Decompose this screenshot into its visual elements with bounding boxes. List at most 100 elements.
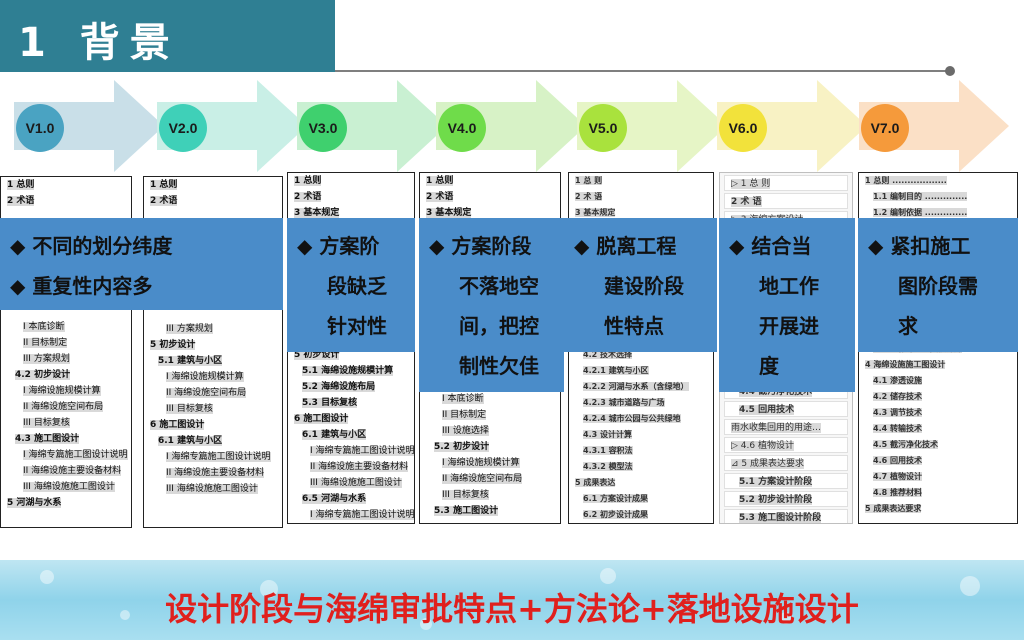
doc-line: 2 术语 (420, 189, 560, 205)
doc-line: III 方案规划 (1, 351, 131, 367)
doc-line: II 海绵设施空间布局 (1, 399, 131, 415)
page-title: 1 背景 (18, 10, 180, 68)
doc-line: 6.1 建筑与小区 (288, 427, 414, 443)
doc-line: 5 初步设计 (144, 337, 282, 353)
doc-line: 2 术 语 (569, 189, 713, 205)
doc-line: 2 术 语 (724, 193, 848, 209)
band-text: ◆ 方案阶段 (429, 226, 531, 266)
band-text: ◆ 重复性内容多 (10, 266, 152, 306)
doc-line: 6.1 方案设计成果 (569, 491, 713, 507)
doc-line: 5.1 方案设计阶段 (724, 473, 848, 489)
doc-line: II 海绵设施空间布局 (420, 471, 560, 487)
doc-line: 4.4 转输技术 (859, 421, 1017, 437)
version-badge: V2.0 (159, 104, 207, 152)
doc-line: II 目标制定 (420, 407, 560, 423)
band-text: 制性欠佳 (459, 346, 539, 386)
doc-line: III 海绵设施施工图设计 (1, 479, 131, 495)
doc-line: 4.7 植物设计 (859, 469, 1017, 485)
doc-line: I 本底诊断 (420, 391, 560, 407)
version-badge: V5.0 (579, 104, 627, 152)
doc-line: ⊿ 5 成果表达要求 (724, 455, 848, 471)
doc-line: 1 总则 (420, 173, 560, 189)
version-badge: V1.0 (16, 104, 64, 152)
doc-line: 5.2 初步设计阶段 (724, 491, 848, 507)
band-text: ◆ 紧扣施工 (868, 226, 970, 266)
water-drop (600, 568, 616, 584)
doc-line: 1 总 则 (569, 173, 713, 189)
doc-line: 4.3.2 模型法 (569, 459, 713, 475)
title-divider (335, 70, 950, 72)
band-text: 度 (759, 346, 779, 386)
doc-line: III 海绵设施施工图设计 (144, 481, 282, 497)
band-text: ◆ 结合当 (729, 226, 811, 266)
doc-line: II 海绵设施主要设备材料 (288, 459, 414, 475)
band-text: 性特点 (604, 306, 664, 346)
doc-line: 4.2.4 城市公园与公共绿地 (569, 411, 713, 427)
doc-line: ▷ 1 总 则 (724, 175, 848, 191)
doc-line: 1.1 编制目的 .............. (859, 189, 1017, 205)
doc-line: 4.2.2 河湖与水系（含绿地） (569, 379, 713, 395)
doc-line: 5.2 海绵设施布局 (288, 379, 414, 395)
doc-line: 6.1 建筑与小区 (144, 433, 282, 449)
doc-line: III 海绵设施施工图设计 (288, 475, 414, 491)
doc-line: II 海绵设施主要设备材料 (144, 465, 282, 481)
doc-line: 6 施工图设计 (288, 411, 414, 427)
band-v7: ◆ 紧扣施工图阶段需求 (858, 218, 1018, 352)
doc-line: 4.2.3 城市道路与广场 (569, 395, 713, 411)
version-badge: V3.0 (299, 104, 347, 152)
doc-line: II 目标制定 (1, 335, 131, 351)
doc-line: 2 术语 (144, 193, 282, 209)
doc-line: 5.3 目标复核 (288, 395, 414, 411)
doc-line: 4.2 储存技术 (859, 389, 1017, 405)
version-badge: V4.0 (438, 104, 486, 152)
doc-line: 2 术语 (1, 193, 131, 209)
band-text: 建设阶段 (604, 266, 684, 306)
doc-line: 5 河湖与水系 (1, 495, 131, 511)
doc-line: 6.5 河湖与水系 (288, 491, 414, 507)
doc-line: I 海绵设施规模计算 (144, 369, 282, 385)
doc-line: III 目标复核 (1, 415, 131, 431)
doc-line: II 海绵设施空间布局 (144, 385, 282, 401)
doc-line: 5.1 建筑与小区 (144, 353, 282, 369)
footer-slogan: 设计阶段与海绵审批特点+方法论+落地设施设计 (0, 584, 1024, 630)
doc-line: 6.3 施工图设计成果 (569, 523, 713, 524)
doc-line: I 本底诊断 (1, 319, 131, 335)
band-text: 针对性 (327, 306, 387, 346)
doc-line: ▷ 4.6 植物设计 (724, 437, 848, 453)
doc-line: 4.8 推荐材料 (859, 485, 1017, 501)
doc-line: 4.1 渗透设施 (859, 373, 1017, 389)
band-text: 间，把控 (459, 306, 539, 346)
band-v1-v2: ◆ 不同的划分纬度◆ 重复性内容多 (0, 218, 283, 310)
version-badge: V7.0 (861, 104, 909, 152)
doc-line: I 海绵设施规模计算 (1, 383, 131, 399)
band-text: 不落地空 (459, 266, 539, 306)
doc-line: 4.3.1 容积法 (569, 443, 713, 459)
band-text: 地工作 (759, 266, 819, 306)
doc-line: 5 成果表达 (569, 475, 713, 491)
doc-line: 1 总则 (288, 173, 414, 189)
doc-line: 4.5 截污净化技术 (859, 437, 1017, 453)
band-v5: ◆ 脱离工程建设阶段性特点 (564, 218, 717, 352)
water-drop (40, 570, 54, 584)
doc-line: 4.5 回用技术 (724, 401, 848, 417)
band-text: ◆ 不同的划分纬度 (10, 226, 172, 266)
doc-line: I 海绵专篇施工图设计说明 (288, 507, 414, 523)
doc-line: III 目标复核 (420, 487, 560, 503)
doc-line: III 目标复核 (144, 401, 282, 417)
doc-line: II 海绵设施主要设备材料 (1, 463, 131, 479)
doc-line: 4.6 回用技术 (859, 453, 1017, 469)
doc-line: 4 海绵设施施工图设计 (859, 357, 1017, 373)
band-text: ◆ 方案阶 (297, 226, 379, 266)
doc-line: 5.1 海绵设施规模计算 (288, 363, 414, 379)
doc-line: I 海绵专篇施工图设计说明 (288, 443, 414, 459)
band-v3: ◆ 方案阶段缺乏针对性 (287, 218, 415, 352)
doc-line: 5.2 初步设计 (420, 439, 560, 455)
doc-line: 1 总则 (1, 177, 131, 193)
doc-line: 4.3 设计计算 (569, 427, 713, 443)
divider-end-dot (945, 66, 955, 76)
doc-line: 1 总则 .................. (859, 173, 1017, 189)
doc-line: III 方案规划 (144, 321, 282, 337)
doc-line: 6 施工图设计 (144, 417, 282, 433)
doc-line: 4.2.1 建筑与小区 (569, 363, 713, 379)
band-text: 图阶段需 (898, 266, 978, 306)
